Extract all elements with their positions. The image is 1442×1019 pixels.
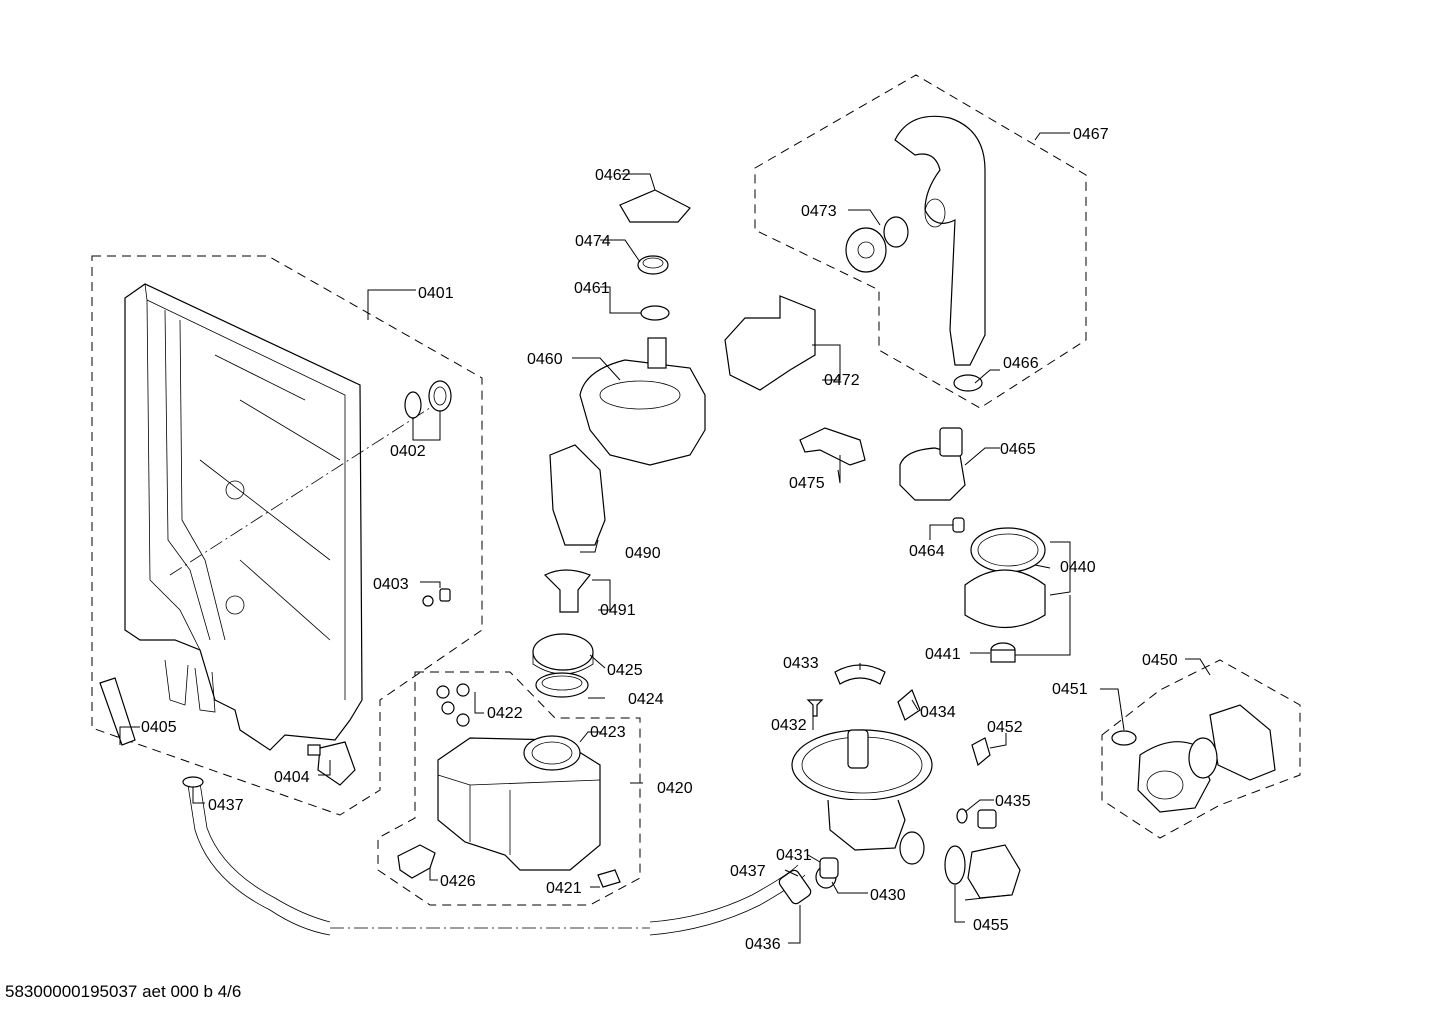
callout-0467: 0467 — [1073, 126, 1109, 143]
seal-0466-part — [953, 374, 983, 392]
callout-0491: 0491 — [600, 602, 636, 619]
callout-0403: 0403 — [373, 576, 409, 593]
bracket-part — [99, 677, 136, 746]
cap-0464-part — [952, 517, 965, 533]
cover-0425-part — [532, 633, 594, 675]
group-outline-0401 — [91, 255, 483, 816]
callout-0462: 0462 — [595, 167, 631, 184]
callout-0431: 0431 — [776, 847, 812, 864]
seal-0461-part — [640, 305, 670, 321]
callout-0402: 0402 — [390, 443, 426, 460]
callout-0405: 0405 — [141, 719, 177, 736]
callout-0435: 0435 — [995, 793, 1031, 810]
callout-0490: 0490 — [625, 545, 661, 562]
small-fitting-part — [422, 588, 451, 607]
callout-0464: 0464 — [909, 543, 945, 560]
callout-0426: 0426 — [440, 873, 476, 890]
valve-part — [307, 741, 356, 786]
group-outline-0420 — [377, 671, 641, 906]
callout-0422: 0422 — [487, 705, 523, 722]
connector-0475-part — [799, 427, 866, 466]
funnel-part — [549, 444, 606, 546]
door-seal-ring-part — [404, 380, 452, 419]
clamp-0451-part — [1111, 730, 1137, 746]
part-0452 — [971, 737, 991, 767]
part-0441 — [990, 642, 1016, 663]
screw-0432-part — [806, 699, 824, 717]
ring-0423-part — [523, 735, 581, 771]
cap-part — [619, 189, 691, 223]
callout-0436: 0436 — [745, 936, 781, 953]
ring-0424-part — [535, 672, 589, 698]
callout-0437a: 0437 — [208, 797, 244, 814]
callout-0404: 0404 — [274, 769, 310, 786]
document-id-footer: 58300000195037 aet 000 b 4/6 — [5, 982, 242, 1001]
part-0435 — [956, 808, 997, 829]
float-part — [543, 569, 591, 613]
callout-0475: 0475 — [789, 475, 825, 492]
callout-0440: 0440 — [1060, 559, 1096, 576]
part-0431 — [815, 857, 839, 889]
clip-0421-part — [597, 869, 621, 888]
group-outline-0450 — [1101, 659, 1301, 839]
callout-0452: 0452 — [987, 719, 1023, 736]
callout-0430: 0430 — [870, 887, 906, 904]
callout-0432: 0432 — [771, 717, 807, 734]
spray-arm-pipe-part — [894, 115, 986, 366]
callout-0461: 0461 — [574, 280, 610, 297]
bracket-0472-part — [724, 295, 816, 391]
callout-0473: 0473 — [801, 203, 837, 220]
callout-0421: 0421 — [546, 880, 582, 897]
heater-0440-part — [964, 527, 1046, 629]
callout-0424: 0424 — [628, 691, 664, 708]
door-panel-part — [124, 283, 363, 751]
callout-0472: 0472 — [824, 372, 860, 389]
ring-0474-part — [637, 255, 669, 275]
small-seals-0422-part — [436, 683, 470, 727]
callout-0466: 0466 — [1003, 355, 1039, 372]
housing-0420-part — [437, 737, 601, 871]
callout-0441: 0441 — [925, 646, 961, 663]
callout-0433: 0433 — [783, 655, 819, 672]
callout-0455: 0455 — [973, 917, 1009, 934]
callout-0401: 0401 — [418, 285, 454, 302]
callout-0460: 0460 — [527, 351, 563, 368]
wheel-0473-part — [845, 216, 909, 273]
motor-0465-part — [899, 427, 966, 501]
callout-0465: 0465 — [1000, 441, 1036, 458]
callout-0425: 0425 — [607, 662, 643, 679]
callout-0450: 0450 — [1142, 652, 1178, 669]
callout-0474: 0474 — [575, 233, 611, 250]
clip-0433-part — [834, 664, 886, 685]
leader-lines — [119, 132, 1211, 944]
callout-0434: 0434 — [920, 704, 956, 721]
callout-0420: 0420 — [657, 780, 693, 797]
water-softener-part — [579, 337, 706, 466]
pump-0450-part — [1137, 704, 1276, 813]
part-0434 — [897, 688, 921, 721]
sump-0430-part — [791, 729, 933, 865]
connector-0426-part — [397, 844, 436, 879]
callout-0437b: 0437 — [730, 863, 766, 880]
sensor-0455-part — [944, 844, 1021, 899]
callout-0423: 0423 — [590, 724, 626, 741]
callout-0451: 0451 — [1052, 681, 1088, 698]
